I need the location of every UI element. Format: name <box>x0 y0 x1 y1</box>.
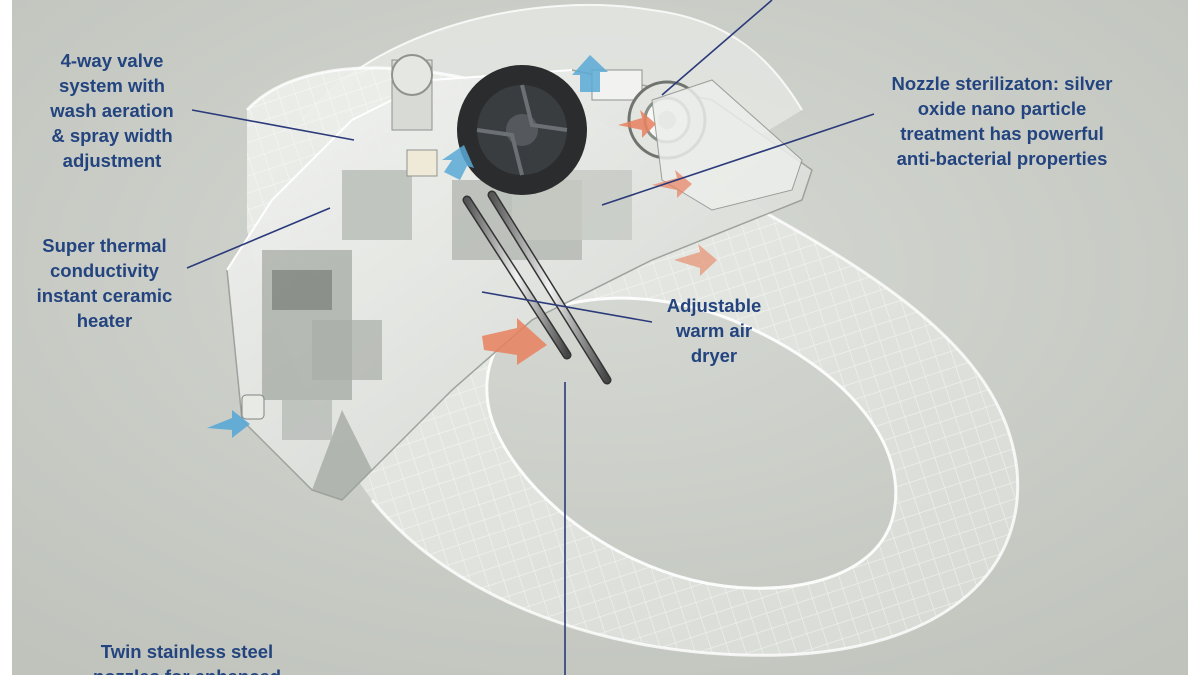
callout-valve-line-1: 4-way valve <box>60 50 164 71</box>
callout-dryer: Adjustable warm air dryer <box>649 293 779 368</box>
callout-heater-line-2: conductivity <box>50 260 159 281</box>
internal-components <box>241 54 643 500</box>
callout-dryer-line-1: Adjustable <box>666 295 762 316</box>
airflow-arrows <box>207 55 717 438</box>
callout-valve-line-5: adjustment <box>62 150 162 171</box>
twin-nozzle-rods <box>462 190 612 385</box>
callout-twin-nozzles-line-1: Twin stainless steel <box>100 641 274 662</box>
callout-valve-line-3: wash aeration <box>50 100 174 121</box>
callout-nozzle-sterilization-line-4: anti-bacterial properties <box>896 148 1108 169</box>
callout-valve: 4-way valve system with wash aeration & … <box>37 48 187 173</box>
leader-line-heater <box>186 207 331 269</box>
callout-nozzle-sterilization: Nozzle sterilizaton: silver oxide nano p… <box>867 71 1137 171</box>
leader-line-top <box>661 0 773 96</box>
callout-nozzle-sterilization-line-3: treatment has powerful <box>900 123 1104 144</box>
callout-dryer-line-3: dryer <box>690 345 738 366</box>
callout-valve-line-2: system with <box>59 75 165 96</box>
callout-twin-nozzles-line-2: nozzles for enhanced <box>77 664 297 675</box>
callout-nozzle-sterilization-line-1: Nozzle sterilizaton: silver <box>891 73 1113 94</box>
callout-dryer-line-2: warm air <box>675 320 753 341</box>
leader-line-nozzle-sterilization <box>601 113 875 206</box>
seat-illustration <box>12 0 1188 675</box>
callout-heater-line-1: Super thermal <box>42 235 167 256</box>
callout-heater: Super thermal conductivity instant ceram… <box>17 233 192 333</box>
callout-heater-line-4: heater <box>76 310 133 331</box>
sterilizer-drum <box>627 79 803 211</box>
leader-line-valve <box>191 109 355 141</box>
leader-line-dryer <box>481 291 653 323</box>
leader-lines <box>186 0 875 675</box>
callout-valve-line-4: & spray width <box>51 125 173 146</box>
callout-nozzle-sterilization-line-2: oxide nano particle <box>917 98 1087 119</box>
callout-twin-nozzles: Twin stainless steel nozzles for enhance… <box>77 639 297 675</box>
callout-heater-line-3: instant ceramic <box>36 285 173 306</box>
diagram-canvas: 4-way valve system with wash aeration & … <box>12 0 1188 675</box>
fan-assembly <box>457 65 587 195</box>
